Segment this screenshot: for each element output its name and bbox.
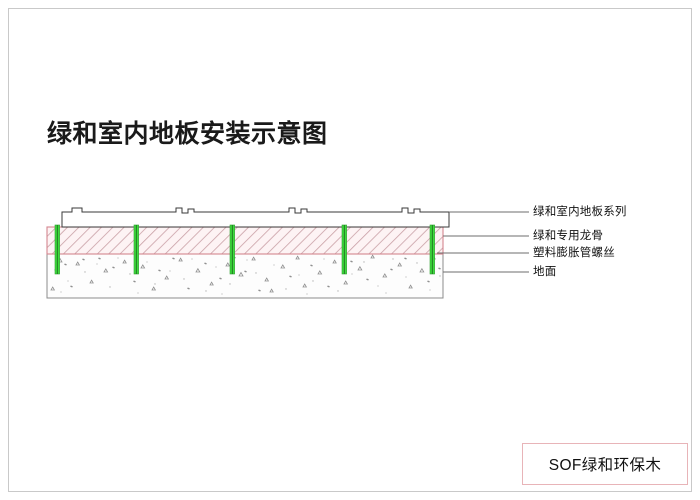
legend-label-ground: 地面 (533, 266, 557, 278)
screw-5 (429, 224, 435, 275)
screw-4 (341, 224, 347, 275)
expansion-screws (54, 224, 435, 275)
joist-layer (46, 226, 444, 255)
screw-1 (54, 224, 60, 275)
legend-label-joist: 绿和专用龙骨 (533, 230, 604, 242)
legend-label-screw: 塑料膨胀管螺丝 (533, 247, 615, 259)
concrete-layer (46, 254, 444, 299)
leader-lines (437, 211, 529, 273)
floorboard-layer (61, 207, 450, 228)
brand-box: SOF绿和环保木 (522, 443, 688, 485)
screw-2 (133, 224, 139, 275)
page-title: 绿和室内地板安装示意图 (47, 120, 328, 148)
legend-label-floorboard: 绿和室内地板系列 (533, 206, 627, 218)
screw-3 (229, 224, 235, 275)
brand-label: SOF绿和环保木 (548, 457, 662, 474)
